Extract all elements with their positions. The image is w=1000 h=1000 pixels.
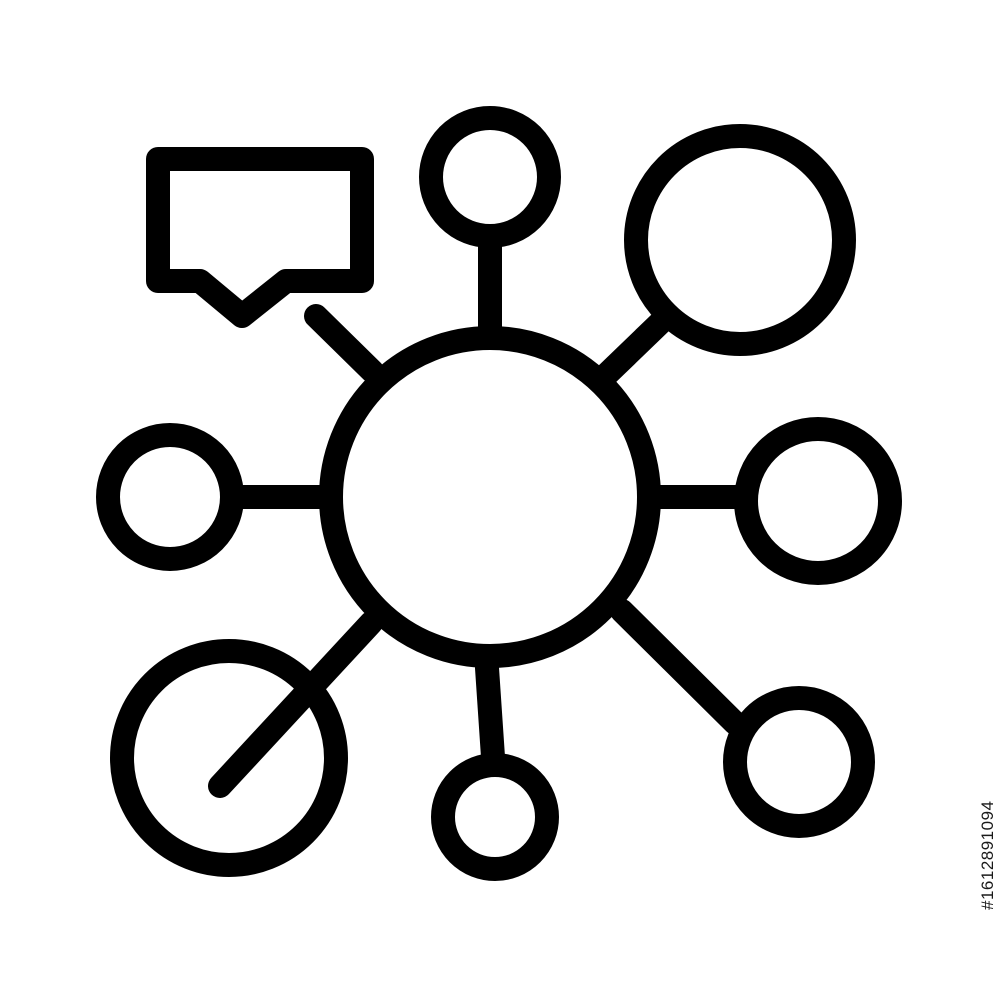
connector-bottom-left: [208, 611, 383, 798]
node-bottom-right: [723, 686, 875, 838]
central-hub-node: [319, 326, 661, 668]
node-top-right-large: [624, 124, 856, 356]
node-top: [419, 106, 561, 248]
stock-id-label: #1612891094: [978, 800, 997, 910]
connector-bottom-right: [610, 599, 747, 735]
speech-bubble-icon: [146, 147, 374, 328]
connector-bottom: [475, 656, 505, 769]
node-right: [734, 417, 902, 585]
node-bottom-left-large: [110, 639, 348, 877]
connector-top-left: [304, 304, 384, 383]
node-bottom: [431, 753, 559, 881]
connector-top-right: [592, 311, 672, 389]
node-left: [96, 423, 244, 571]
